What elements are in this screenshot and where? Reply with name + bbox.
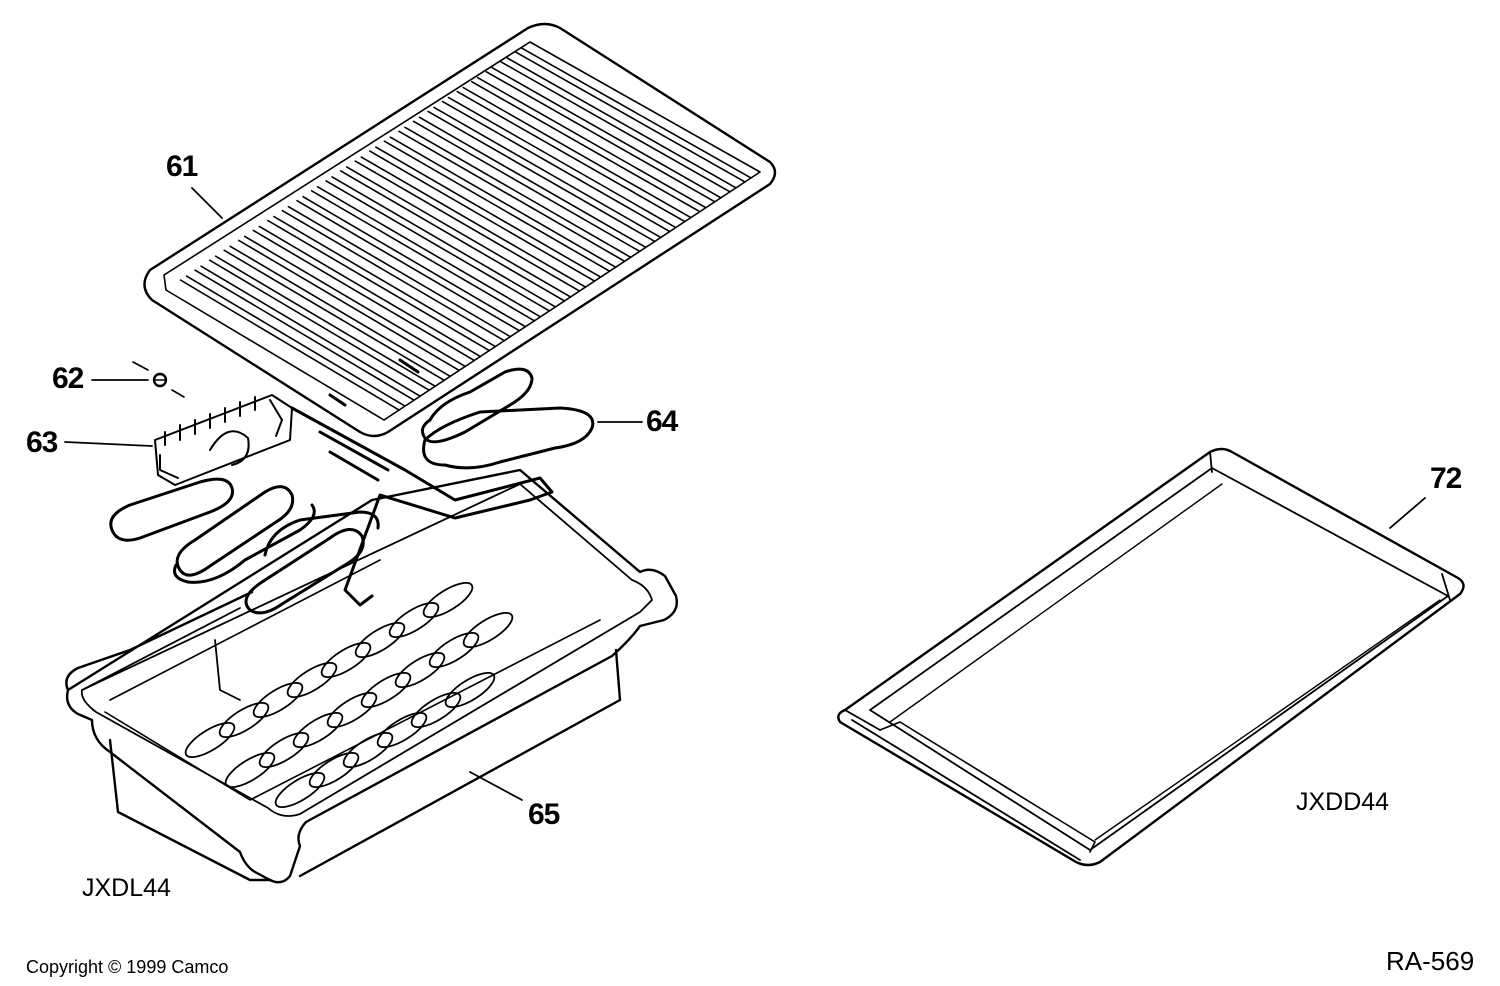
grate-rib	[470, 76, 707, 213]
pan-drain-oval	[462, 612, 514, 648]
callout-62: 62	[52, 362, 84, 395]
grate-rib	[310, 186, 542, 322]
grill-grate-part	[143, 22, 777, 438]
pan-drain-oval	[326, 692, 378, 728]
griddle-part	[837, 447, 1465, 867]
grate-rib	[398, 126, 632, 263]
pan-drain-oval	[286, 662, 338, 698]
grate-rib	[354, 156, 587, 292]
grate-rib	[281, 205, 512, 342]
grate-rib	[456, 86, 692, 223]
grate-rib	[325, 176, 557, 312]
grate-rib	[194, 265, 421, 401]
pan-drain-oval	[292, 712, 344, 748]
grate-rib	[238, 235, 466, 372]
pan-drain-oval	[388, 602, 440, 638]
grate-rib	[267, 215, 497, 352]
leader-72	[1389, 497, 1426, 529]
callout-61: 61	[166, 150, 198, 183]
grate-rib	[369, 146, 602, 282]
pan-drain-oval	[354, 622, 406, 658]
pan-drain-oval	[342, 732, 394, 768]
model-label-left: JXDL44	[82, 874, 171, 902]
pan-drain-oval	[360, 672, 412, 708]
pan-drain-oval	[252, 682, 304, 718]
pan-drain-oval	[218, 702, 270, 738]
leader-61	[191, 187, 223, 219]
pan-drain-oval	[422, 582, 474, 618]
leader-65	[469, 771, 523, 801]
pan-drain-oval	[376, 712, 428, 748]
pan-drain-oval	[410, 692, 462, 728]
grate-rib	[179, 275, 406, 411]
pan-drain-oval	[394, 652, 446, 688]
grate-rib	[412, 116, 647, 253]
grate-rib	[223, 245, 451, 382]
grate-rib	[383, 136, 617, 272]
callout-63: 63	[26, 426, 58, 459]
pan-drain-oval	[224, 752, 276, 788]
pan-drain-oval	[444, 672, 496, 708]
grate-rib	[514, 47, 752, 183]
leader-lines	[64, 187, 1426, 801]
pan-drain-oval	[184, 722, 236, 758]
pan-drain-oval	[308, 752, 360, 788]
grate-rib	[441, 96, 677, 233]
pan-drain-oval	[274, 772, 326, 808]
screw-part	[132, 361, 185, 398]
pan-drain-oval	[428, 632, 480, 668]
grease-pan-part	[65, 468, 678, 884]
leader-63	[64, 441, 153, 447]
grate-rib	[252, 225, 482, 362]
terminal-bracket-part	[154, 394, 293, 486]
grate-rib	[296, 195, 527, 332]
copyright-text: Copyright © 1999 Camco	[26, 957, 229, 977]
callout-72: 72	[1430, 462, 1462, 495]
grate-rib	[339, 166, 572, 302]
grate-rib	[208, 255, 436, 392]
pan-drain-oval	[258, 732, 310, 768]
pan-drain-oval	[320, 642, 372, 678]
grate-rib	[500, 57, 737, 193]
grate-rib	[427, 106, 662, 243]
document-id: RA-569	[1386, 946, 1475, 976]
heating-element-part	[109, 358, 595, 615]
model-label-right: JXDD44	[1296, 788, 1390, 816]
grate-rib	[485, 66, 722, 203]
callout-64: 64	[646, 405, 678, 438]
callout-65: 65	[528, 798, 560, 831]
